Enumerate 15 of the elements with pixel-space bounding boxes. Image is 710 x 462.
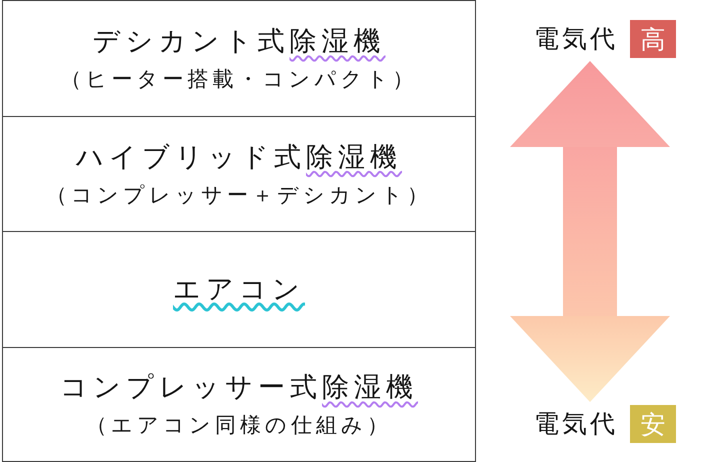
- cost-label: 電気代: [534, 23, 618, 55]
- category-name: ハイブリッド式除湿機: [76, 140, 402, 174]
- category-name: エアコン: [173, 272, 305, 306]
- table-row: [2, 346, 476, 462]
- category-note: （コンプレッサー＋デシカント）: [46, 182, 432, 208]
- cost-level-badge: 安: [630, 405, 676, 443]
- cost-level-badge: 高: [630, 20, 676, 58]
- category-name: コンプレッサー式除湿機: [60, 370, 418, 405]
- cost-label: 電気代: [534, 408, 618, 440]
- category-note: （エアコン同様の仕組み）: [86, 412, 392, 439]
- category-name: デシカント式除湿機: [92, 25, 386, 59]
- table-row: [2, 116, 476, 232]
- category-note: （ヒーター搭載・コンパクト）: [60, 66, 418, 93]
- table-row: [2, 231, 476, 348]
- table-row: [2, 0, 476, 117]
